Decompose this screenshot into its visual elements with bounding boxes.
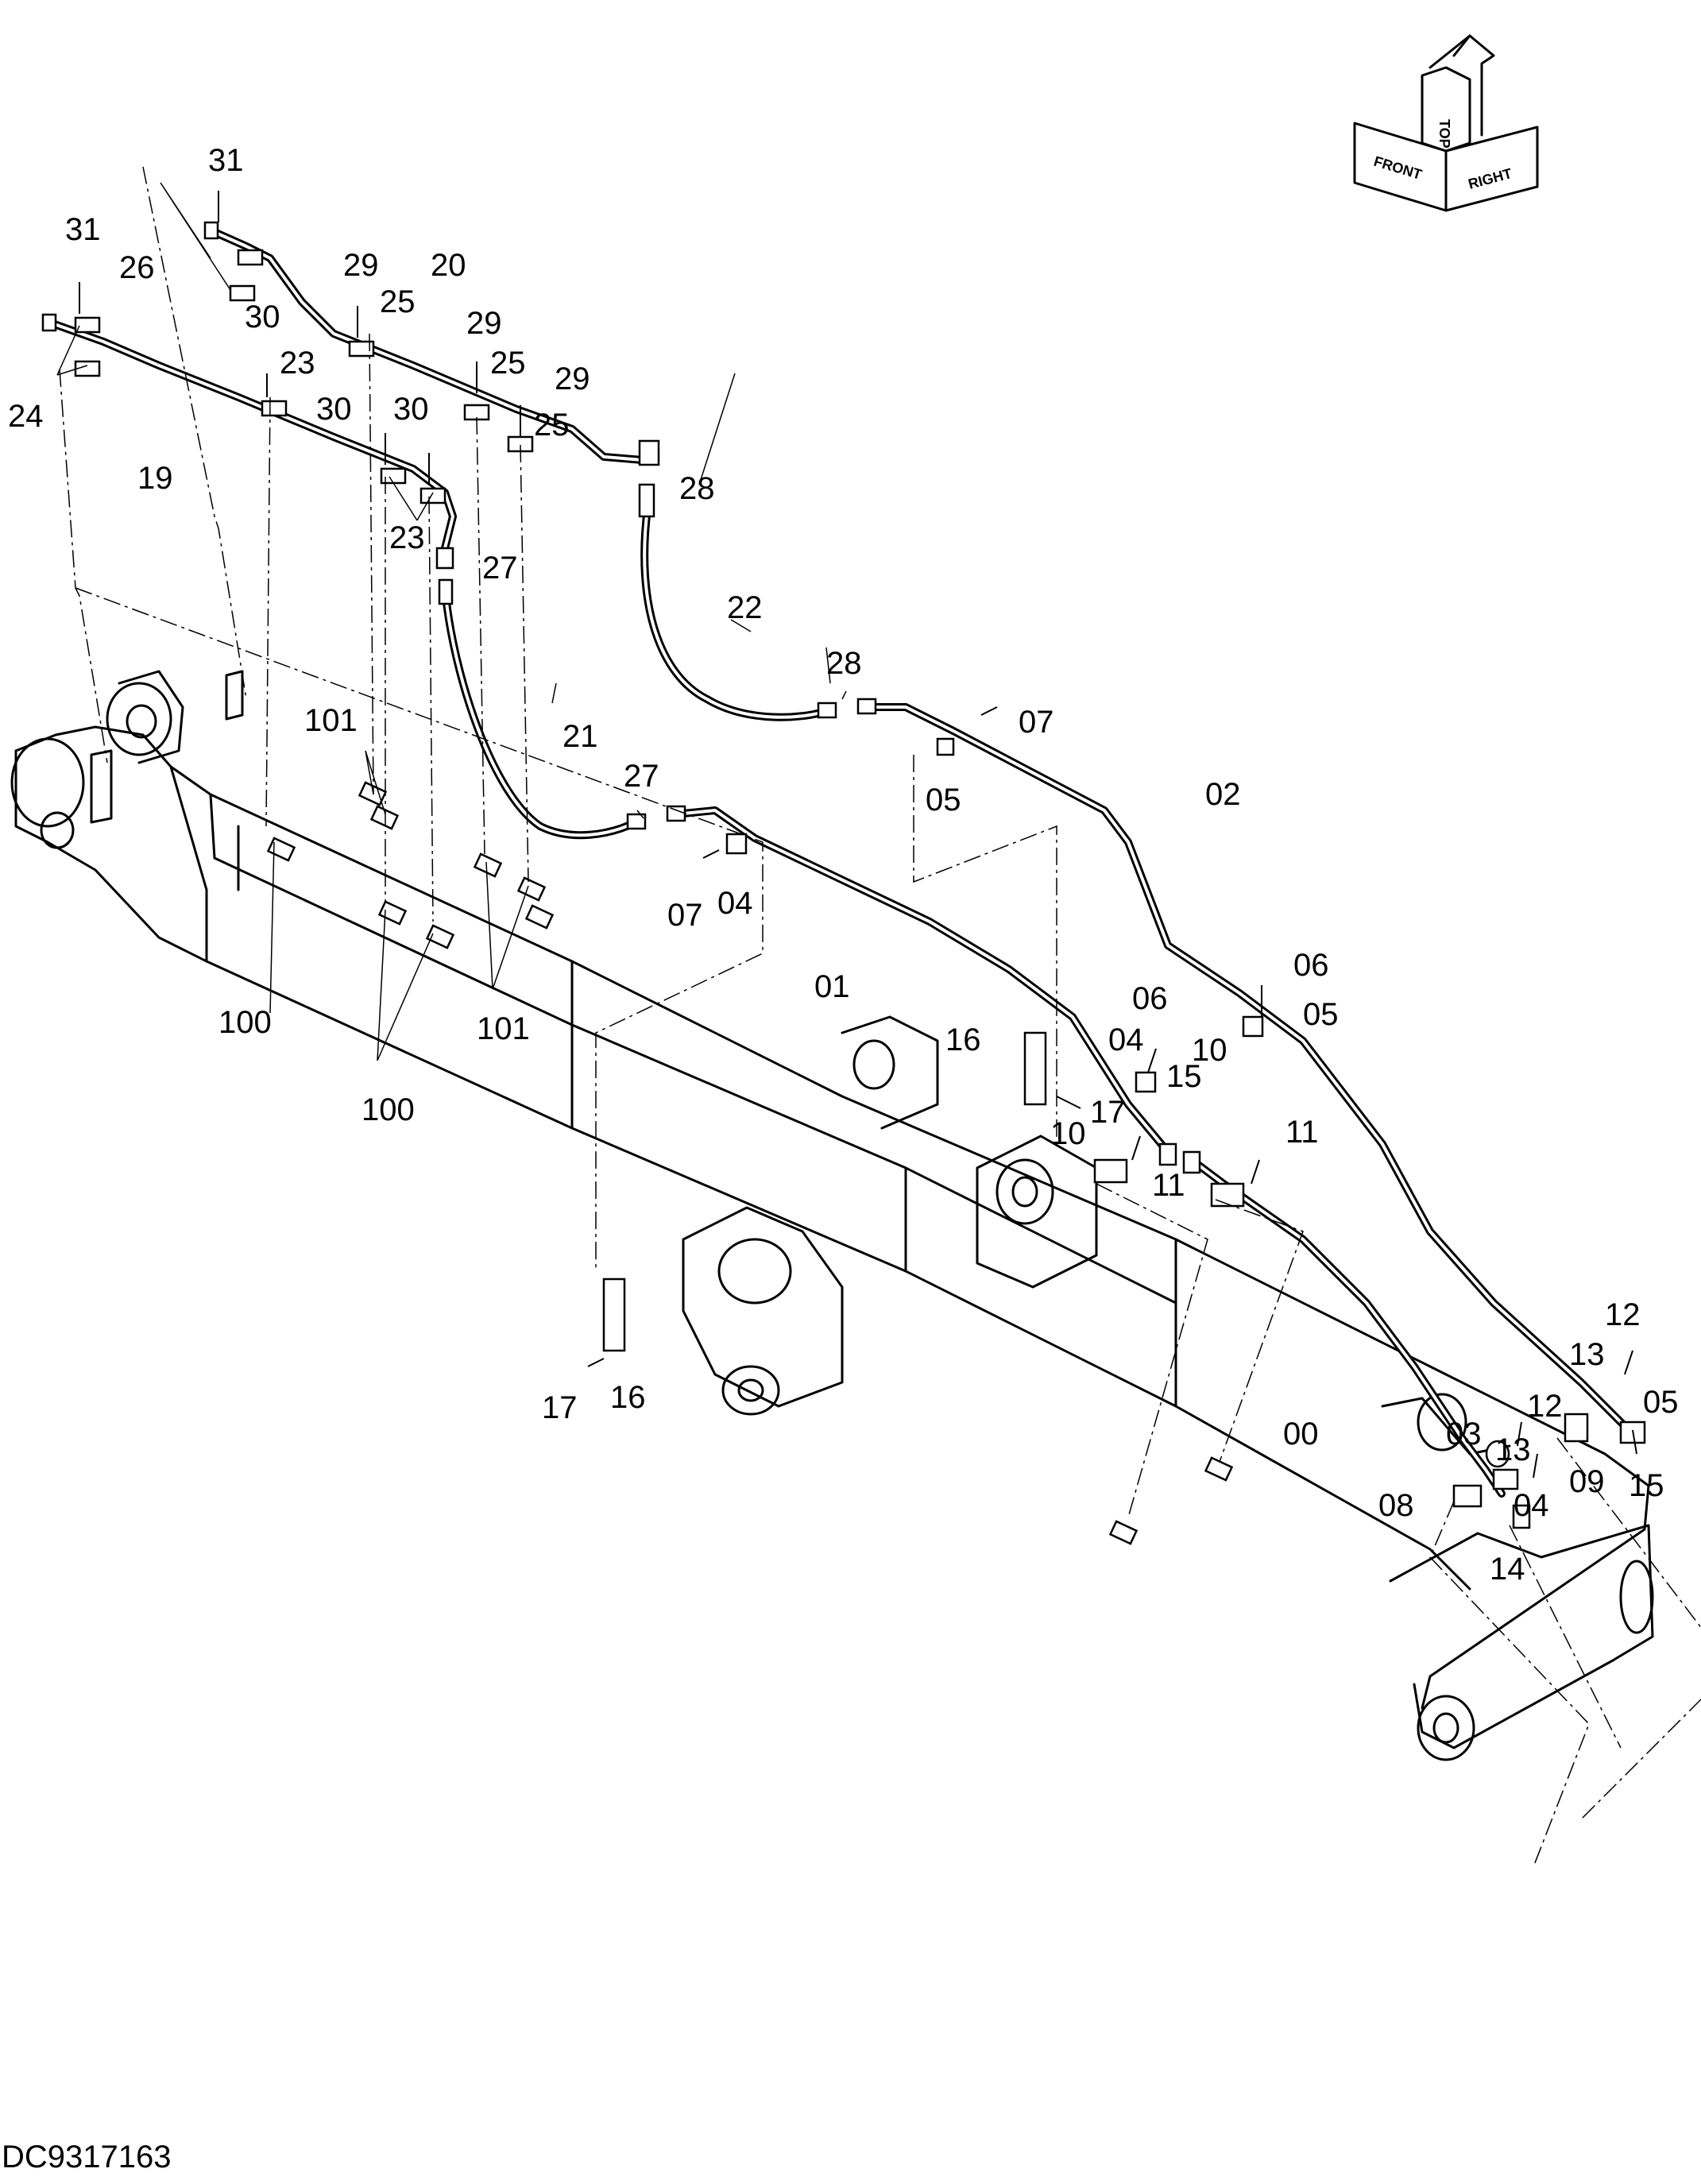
pipe-01 [671, 806, 1172, 1156]
orientation-right-label: RIGHT [1467, 165, 1514, 192]
callout-21: 21 [562, 719, 598, 754]
callout-22: 22 [727, 590, 763, 625]
callout-31-top: 31 [208, 143, 244, 178]
callout-15-a: 15 [1166, 1059, 1202, 1094]
callout-12-b: 12 [1527, 1389, 1563, 1424]
callout-25-b: 25 [490, 346, 526, 381]
callout-19: 19 [137, 461, 173, 496]
callout-08: 08 [1378, 1488, 1414, 1523]
callout-16-a: 16 [945, 1022, 981, 1057]
boom-structure [10, 670, 1654, 1761]
orientation-arrows-icon: FRONT TOP RIGHT [1353, 34, 1539, 212]
callout-labels: 31 31 26 29 20 25 29 25 29 25 30 23 30 3… [8, 143, 1679, 1587]
fittings [41, 221, 1646, 1529]
callout-10-b: 10 [1050, 1116, 1086, 1151]
callout-04-a: 04 [717, 886, 753, 921]
callout-17-a: 17 [1090, 1095, 1126, 1130]
hose-21 [441, 584, 640, 840]
callout-28-b: 28 [826, 646, 862, 681]
callout-101-a: 101 [304, 703, 358, 738]
hose-22 [640, 504, 830, 721]
pipe-02 [862, 703, 1641, 1442]
callout-04-b: 04 [1108, 1022, 1144, 1057]
callout-11-a: 11 [1285, 1115, 1319, 1150]
callout-30-a: 30 [245, 300, 280, 334]
callout-100-a: 100 [218, 1005, 272, 1040]
callout-00: 00 [1283, 1417, 1319, 1451]
callout-30-c: 30 [393, 392, 429, 427]
callout-25-c: 25 [534, 408, 570, 443]
callout-05-c: 05 [1643, 1385, 1679, 1420]
callout-26: 26 [119, 250, 155, 285]
callout-07-b: 07 [667, 898, 703, 933]
callout-01: 01 [814, 969, 850, 1004]
callout-09: 09 [1569, 1464, 1605, 1499]
callout-06-a: 06 [1293, 948, 1329, 983]
callout-13-b: 13 [1495, 1432, 1531, 1467]
callout-31-left: 31 [65, 212, 101, 247]
callout-14: 14 [1490, 1552, 1525, 1587]
callout-27-a: 27 [482, 551, 518, 586]
pipe-19 [44, 318, 457, 552]
callout-27-b: 27 [624, 759, 659, 794]
callout-11-b: 11 [1152, 1168, 1185, 1203]
callout-05-b: 05 [1303, 997, 1339, 1032]
orientation-front-label: FRONT [1372, 153, 1424, 183]
callout-07-a: 07 [1019, 705, 1054, 740]
callout-28-a: 28 [679, 471, 715, 506]
callout-23-b: 23 [389, 520, 425, 555]
callout-13-a: 13 [1569, 1337, 1605, 1372]
orientation-top-label: TOP [1436, 119, 1452, 149]
callout-03: 03 [1446, 1417, 1482, 1451]
callout-02: 02 [1205, 777, 1241, 812]
leader-lines [56, 182, 847, 1061]
callout-30-b: 30 [316, 392, 352, 427]
callout-29-c: 29 [555, 361, 590, 396]
clamps-and-bolts [74, 191, 1637, 1508]
callout-24: 24 [8, 399, 44, 434]
callout-29-a: 29 [343, 248, 379, 283]
callout-16-b: 16 [610, 1380, 646, 1415]
callout-25-a: 25 [380, 284, 416, 319]
document-code: DC9317163 [2, 2140, 172, 2174]
callout-05-a: 05 [926, 783, 961, 818]
callout-17-b: 17 [542, 1390, 578, 1425]
callout-06-b: 06 [1132, 981, 1168, 1016]
callout-15-b: 15 [1629, 1468, 1664, 1503]
callout-100-b: 100 [361, 1092, 415, 1127]
centerlines [59, 166, 1701, 1868]
callout-10-a: 10 [1192, 1033, 1227, 1068]
callout-23-a: 23 [280, 346, 315, 381]
callout-101-b: 101 [477, 1011, 530, 1046]
callout-20: 20 [431, 248, 466, 283]
callout-29-b: 29 [466, 306, 502, 341]
callout-12-a: 12 [1605, 1297, 1641, 1332]
callout-04-c: 04 [1514, 1488, 1549, 1523]
